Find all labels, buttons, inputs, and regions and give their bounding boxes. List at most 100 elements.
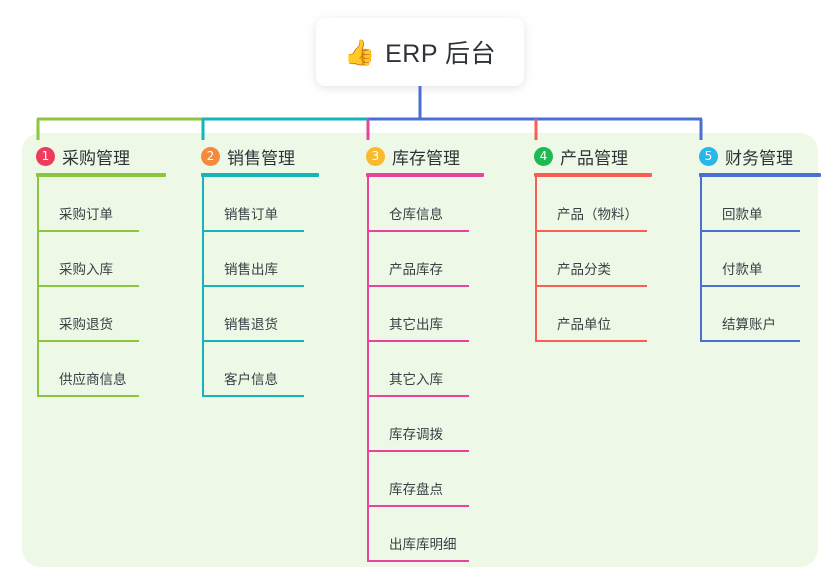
category-item[interactable]: 其它入库 [367, 342, 520, 397]
category-item-underline [367, 505, 469, 507]
category-item-label: 产品（物料） [557, 207, 638, 222]
category-item-underline [202, 285, 304, 287]
category-title: 产品管理 [560, 149, 628, 168]
thumbs-up-icon: 👍 [343, 38, 376, 67]
category-item[interactable]: 采购入库 [37, 232, 187, 287]
category-item[interactable]: 产品单位 [535, 287, 685, 342]
category-title: 库存管理 [392, 149, 460, 168]
root-node-title: ERP 后台 [385, 40, 497, 68]
category-header-underline [534, 173, 652, 177]
category-item-underline [367, 230, 469, 232]
category-item[interactable]: 结算账户 [700, 287, 839, 342]
category-item-label: 产品分类 [557, 262, 611, 277]
category-item-label: 出库库明细 [389, 537, 457, 552]
category-item-underline [37, 395, 139, 397]
category-item-list: 仓库信息产品库存其它出库其它入库库存调拨库存盘点出库库明细 [367, 177, 520, 562]
category-header-underline [36, 173, 166, 177]
category-item-label: 供应商信息 [59, 372, 127, 387]
category-item-label: 采购入库 [59, 262, 113, 277]
category-number-badge: 1 [36, 147, 55, 166]
category-item-underline [367, 395, 469, 397]
category-item-label: 仓库信息 [389, 207, 443, 222]
category-header-1[interactable]: 1 采购管理 [36, 144, 130, 169]
category-item-label: 结算账户 [722, 317, 776, 332]
category-item-underline [700, 230, 800, 232]
category-column-3: 3 库存管理仓库信息产品库存其它出库其它入库库存调拨库存盘点出库库明细 [352, 133, 520, 567]
category-item[interactable]: 销售订单 [202, 177, 352, 232]
category-item-underline [367, 340, 469, 342]
category-item-list: 产品（物料） 产品分类产品单位 [535, 177, 685, 342]
category-item[interactable]: 其它出库 [367, 287, 520, 342]
category-item-list: 销售订单销售出库销售退货客户信息 [202, 177, 352, 397]
category-header-3[interactable]: 3 库存管理 [366, 144, 460, 169]
category-item[interactable]: 采购退货 [37, 287, 187, 342]
category-spine [700, 177, 702, 342]
category-item[interactable]: 付款单 [700, 232, 839, 287]
category-item-list: 回款单付款单结算账户 [700, 177, 839, 342]
category-item-label: 产品库存 [389, 262, 443, 277]
category-item-underline [37, 340, 139, 342]
category-item-underline [37, 285, 139, 287]
category-item[interactable]: 产品库存 [367, 232, 520, 287]
category-item-label: 销售出库 [224, 262, 278, 277]
category-item-underline [202, 395, 304, 397]
category-title: 销售管理 [227, 149, 295, 168]
category-item-underline [700, 340, 800, 342]
category-item[interactable]: 产品（物料） [535, 177, 685, 232]
category-item-underline [367, 560, 469, 562]
category-item[interactable]: 供应商信息 [37, 342, 187, 397]
category-item-list: 采购订单采购入库采购退货供应商信息 [37, 177, 187, 397]
category-item[interactable]: 采购订单 [37, 177, 187, 232]
category-item-underline [202, 230, 304, 232]
category-header-underline [699, 173, 821, 177]
category-spine [367, 177, 369, 562]
category-title: 财务管理 [725, 149, 793, 168]
category-item-label: 库存盘点 [389, 482, 443, 497]
category-spine [202, 177, 204, 397]
category-item[interactable]: 库存调拨 [367, 397, 520, 452]
category-item-underline [202, 340, 304, 342]
category-item-label: 回款单 [722, 207, 763, 222]
category-item-underline [367, 450, 469, 452]
category-item-label: 客户信息 [224, 372, 278, 387]
category-item-label: 采购退货 [59, 317, 113, 332]
category-item[interactable]: 仓库信息 [367, 177, 520, 232]
category-item-label: 库存调拨 [389, 427, 443, 442]
category-header-5[interactable]: 5 财务管理 [699, 144, 793, 169]
category-item-underline [37, 230, 139, 232]
category-item[interactable]: 出库库明细 [367, 507, 520, 562]
category-column-5: 5 财务管理回款单付款单结算账户 [685, 133, 839, 567]
category-item-label: 采购订单 [59, 207, 113, 222]
category-item-underline [535, 285, 647, 287]
category-item-underline [535, 230, 647, 232]
category-spine [535, 177, 537, 342]
root-node-erp-backend[interactable]: 👍 ERP 后台 [316, 18, 524, 86]
category-item-underline [700, 285, 800, 287]
category-item[interactable]: 销售退货 [202, 287, 352, 342]
category-item[interactable]: 库存盘点 [367, 452, 520, 507]
category-item-label: 产品单位 [557, 317, 611, 332]
category-number-badge: 5 [699, 147, 718, 166]
category-item-label: 销售退货 [224, 317, 278, 332]
category-item[interactable]: 客户信息 [202, 342, 352, 397]
diagram-background-panel [22, 133, 818, 567]
category-header-underline [201, 173, 319, 177]
category-item-label: 其它出库 [389, 317, 443, 332]
category-item-underline [367, 285, 469, 287]
category-column-1: 1 采购管理采购订单采购入库采购退货供应商信息 [22, 133, 187, 567]
category-item[interactable]: 产品分类 [535, 232, 685, 287]
category-item-underline [535, 340, 647, 342]
category-item[interactable]: 销售出库 [202, 232, 352, 287]
category-header-underline [366, 173, 484, 177]
category-item[interactable]: 回款单 [700, 177, 839, 232]
category-number-badge: 3 [366, 147, 385, 166]
category-item-label: 付款单 [722, 262, 763, 277]
category-spine [37, 177, 39, 397]
category-item-label: 销售订单 [224, 207, 278, 222]
category-title: 采购管理 [62, 149, 130, 168]
